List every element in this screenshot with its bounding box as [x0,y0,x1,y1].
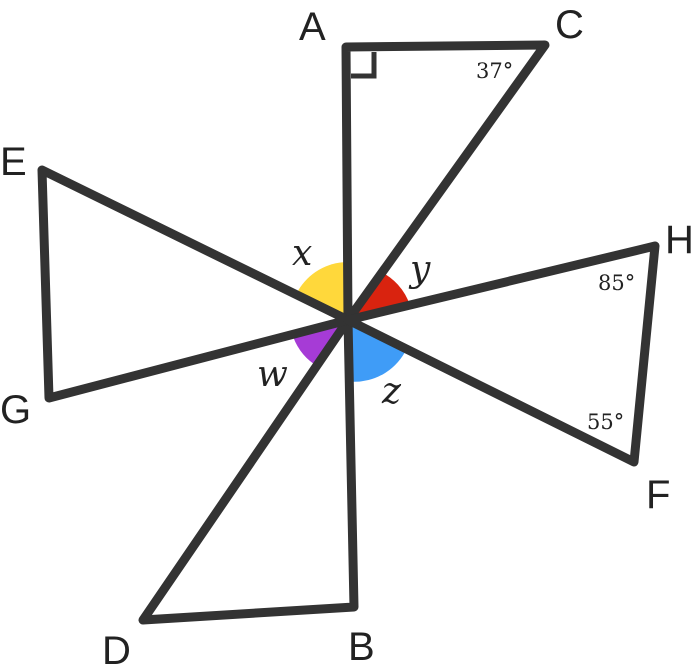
label-point-e: E [0,140,27,184]
variable-label-w: w [257,354,288,395]
label-point-g: G [0,388,31,432]
angle-label-f: 55° [587,410,624,434]
label-point-h: H [665,218,694,262]
label-point-a: A [299,5,326,49]
label-point-b: B [348,625,375,667]
angle-z-sector [348,320,405,382]
triangle-ohf [343,241,660,467]
variable-label-y: y [408,249,431,290]
triangle-odb [138,315,359,625]
triangle-ego [37,165,353,403]
angle-label-c: 37° [476,59,513,83]
angle-x-sector [298,262,348,320]
angle-w-sector [293,320,348,367]
label-point-c: C [555,3,584,47]
triangle-aco [341,40,550,325]
label-point-f: F [646,473,670,517]
angle-label-h: 85° [598,271,635,295]
label-point-d: D [102,629,131,667]
variable-label-x: x [292,233,312,274]
right-angle-marker [351,52,377,79]
variable-label-z: z [381,371,402,412]
